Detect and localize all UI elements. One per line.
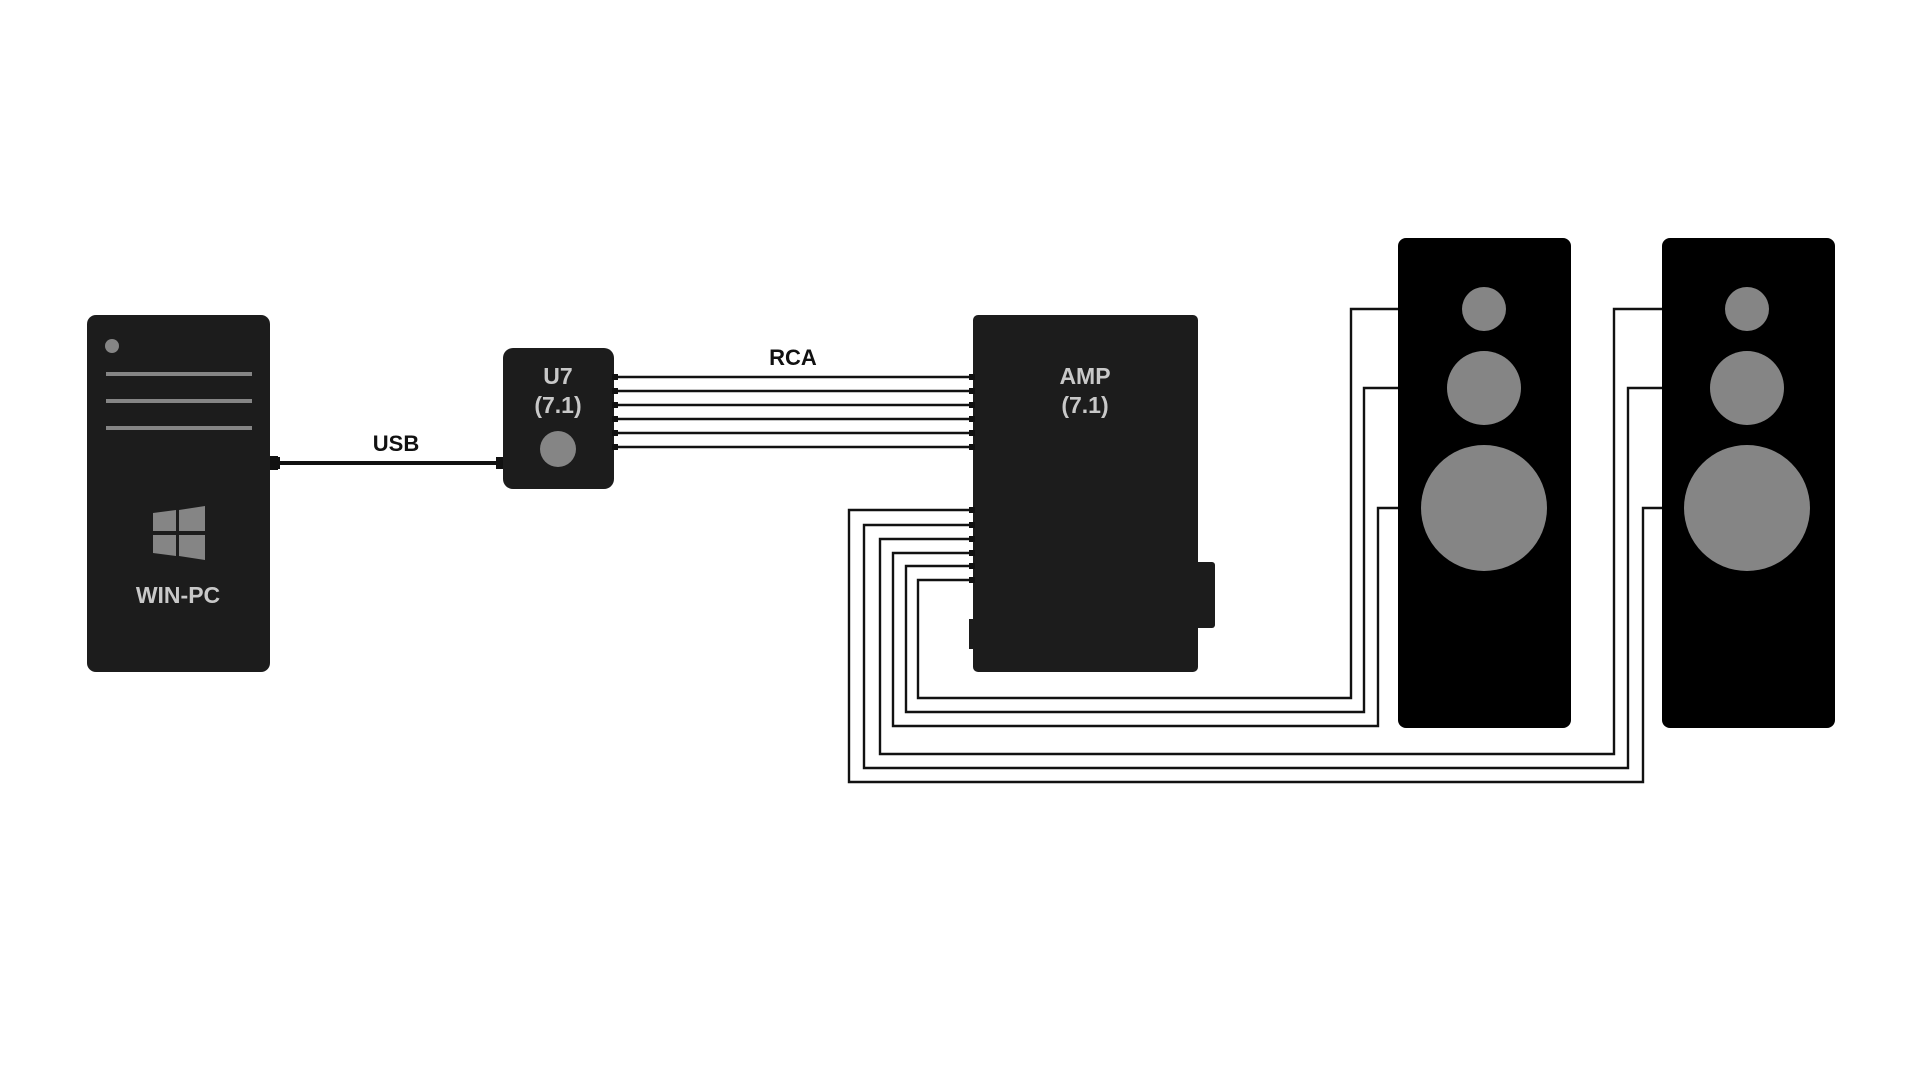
dac-body [503, 348, 614, 489]
tweeter-icon [1462, 287, 1506, 331]
speaker-wires [847, 307, 1662, 784]
usb-label: USB [373, 431, 419, 456]
amp-label-channels: (7.1) [1061, 392, 1108, 418]
rca-cables: RCA [614, 345, 978, 449]
speaker-wire-right-woofer [847, 506, 1662, 784]
amplifier: AMP (7.1) [969, 315, 1215, 672]
drive-bay [106, 399, 252, 403]
pc-tower: WIN-PC [87, 315, 278, 672]
tweeter-icon [1725, 287, 1769, 331]
amp-input-jacks [969, 374, 975, 450]
speaker-right [1662, 238, 1835, 728]
speaker-wire-left-tweeter [916, 307, 1398, 700]
windows-logo-icon [153, 506, 205, 560]
usb-cable: USB [270, 431, 506, 469]
dac-label-name: U7 [543, 363, 572, 389]
speaker-left [1398, 238, 1571, 728]
volume-knob-icon [540, 431, 576, 467]
woofer-icon [1421, 445, 1547, 571]
pc-case [87, 315, 270, 672]
amp-body [973, 315, 1198, 672]
midrange-driver-icon [1447, 351, 1521, 425]
speaker-wire-left-woofer [891, 506, 1398, 728]
usb-port [270, 456, 278, 470]
woofer-icon [1684, 445, 1810, 571]
amp-side-tab [1193, 562, 1215, 628]
drive-bay [106, 426, 252, 430]
power-button-icon [105, 339, 119, 353]
speaker-wire-right-mid [862, 386, 1662, 770]
amp-label-name: AMP [1059, 363, 1110, 389]
u7-dac: U7 (7.1) [503, 348, 618, 489]
speaker-wire-left-mid [904, 386, 1398, 714]
usb-plug-dac [496, 457, 506, 469]
rca-label: RCA [769, 345, 817, 370]
dac-label-channels: (7.1) [534, 392, 581, 418]
midrange-driver-icon [1710, 351, 1784, 425]
speaker-wire-right-tweeter [878, 307, 1662, 756]
pc-label: WIN-PC [136, 582, 220, 608]
drive-bay [106, 372, 252, 376]
rca-output-jacks [612, 374, 618, 450]
amp-speaker-terminals [969, 507, 975, 583]
